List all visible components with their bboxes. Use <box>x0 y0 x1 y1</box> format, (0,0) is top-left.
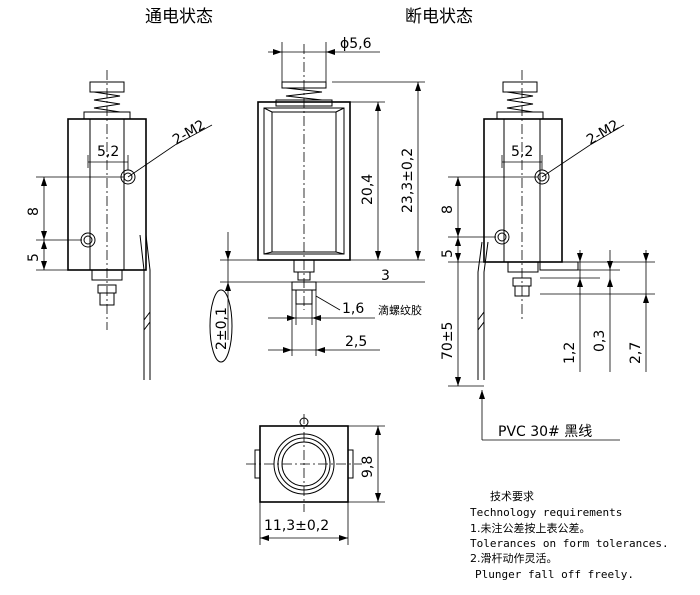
plunger-diameter-label: ϕ5,6 <box>340 36 372 52</box>
energized-view-title: 通电状态 <box>145 7 213 27</box>
dim-1-2-label: 1,2 <box>562 342 578 364</box>
width-label: 11,3±0,2 <box>264 518 329 534</box>
deenergized-view-title: 断电状态 <box>405 7 473 27</box>
body-height-label: 20,4 <box>360 174 376 205</box>
shaft-diameter-label: 1,6 <box>342 301 364 317</box>
shaft-length-label: 2,5 <box>345 334 367 350</box>
right-side-view <box>448 70 655 441</box>
lead-wire-label: PVC 30# 黑线 <box>498 424 592 440</box>
stroke-label: 3 <box>381 268 390 284</box>
dim-0-3-label: 0,3 <box>592 330 608 352</box>
requirements-heading-cn: 技术要求 <box>490 490 534 503</box>
mount-pitch-left-label: 5,2 <box>97 144 119 160</box>
thread-left-label: 2-M2 <box>170 117 208 148</box>
overall-height-label: 23,3±0,2 <box>400 148 416 213</box>
requirements-heading-en: Technology requirements <box>470 506 622 519</box>
tip-diameter-label: 2±0,1 <box>214 307 230 350</box>
lead-length-label: 70±5 <box>440 322 456 360</box>
bottom-view <box>246 414 385 545</box>
dim-2-7-label: 2,7 <box>628 342 644 364</box>
hole-spacing-right-label: 8 <box>440 205 456 214</box>
requirement-2-en: Plunger fall off freely. <box>475 568 634 581</box>
mount-pitch-right-label: 5,2 <box>511 144 533 160</box>
depth-label: 9,8 <box>360 456 376 478</box>
left-side-view <box>36 70 213 380</box>
hole-offset-left-label: 5 <box>26 253 42 262</box>
requirement-1-en: Tolerances on form tolerances. <box>470 537 669 550</box>
requirement-2-cn: 2.滑杆动作灵活。 <box>470 551 558 565</box>
thread-right-label: 2-M2 <box>584 117 622 148</box>
center-front-view <box>209 42 425 363</box>
hole-spacing-left-label: 8 <box>26 207 42 216</box>
glue-note: 滴螺纹胶 <box>378 303 422 317</box>
requirement-1-cn: 1.未注公差按上表公差。 <box>470 521 591 535</box>
hole-offset-right-label: 5 <box>440 249 456 258</box>
